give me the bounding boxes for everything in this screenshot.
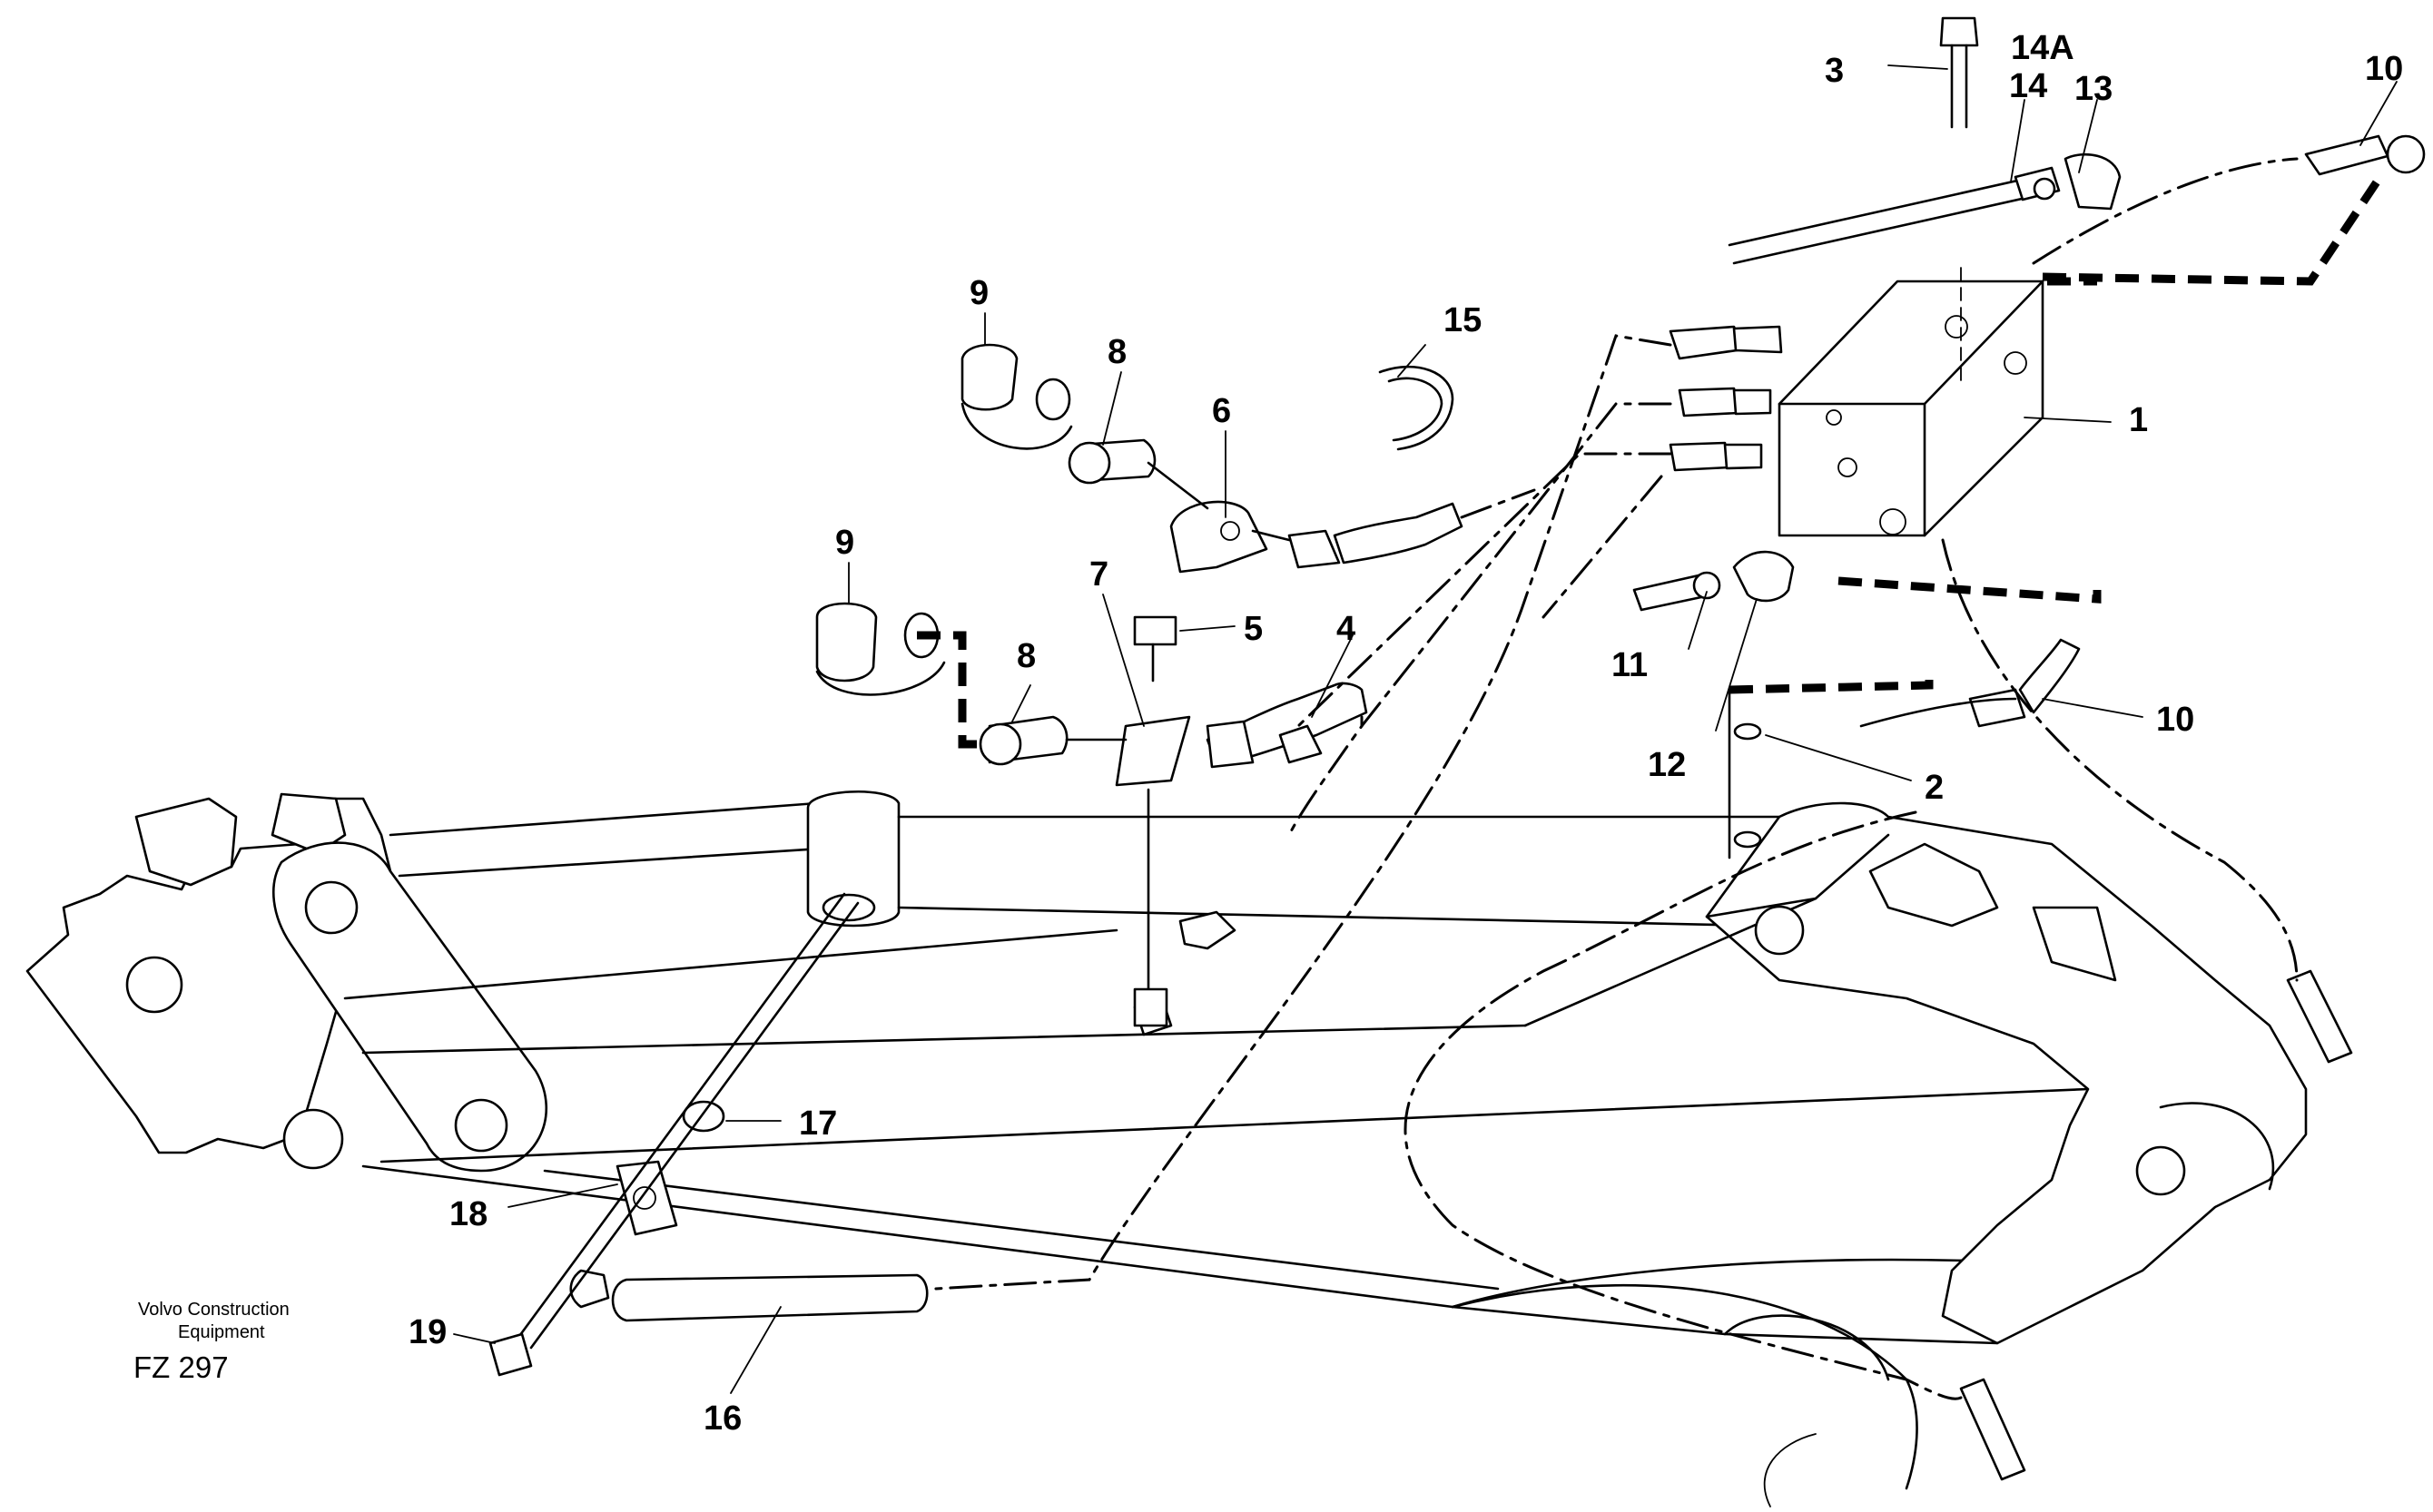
callout-16: 16 — [704, 1399, 742, 1438]
callout-18: 18 — [449, 1195, 488, 1233]
callout-1: 1 — [2129, 401, 2148, 439]
callout-4: 4 — [1336, 610, 1355, 648]
callout-labels: 1 2 3 4 5 6 7 8 8 9 9 10 10 11 12 13 14 … — [409, 29, 2403, 1438]
hose-fittings — [488, 16, 2426, 1481]
hose-routing-lines — [917, 157, 2387, 1400]
valve-block-part-1 — [1778, 280, 2044, 537]
drawing-code: FZ 297 — [133, 1350, 229, 1384]
diagram-caption: Volvo Construction Equipment FZ 297 — [133, 1300, 290, 1384]
callout-12: 12 — [1648, 746, 1686, 784]
callout-8-lower: 8 — [1017, 637, 1036, 675]
callout-13: 13 — [2074, 70, 2113, 108]
callout-9-upper: 9 — [970, 274, 989, 312]
callout-17: 17 — [799, 1105, 837, 1143]
callout-10-lower: 10 — [2156, 701, 2194, 739]
callout-2: 2 — [1925, 769, 1944, 807]
callout-5: 5 — [1244, 610, 1263, 648]
callout-6: 6 — [1212, 392, 1231, 430]
caption-line-2: Equipment — [178, 1322, 265, 1342]
callout-14a: 14A — [2011, 29, 2074, 67]
callout-14: 14 — [2009, 67, 2047, 105]
callout-10-upper: 10 — [2365, 50, 2403, 88]
callout-8-upper: 8 — [1108, 333, 1127, 371]
boom-arm-structure — [25, 790, 2308, 1507]
callout-19: 19 — [409, 1313, 447, 1351]
caption-line-1: Volvo Construction — [138, 1300, 290, 1320]
callout-11: 11 — [1611, 646, 1648, 684]
leader-lines — [453, 64, 2398, 1394]
callout-7: 7 — [1089, 555, 1108, 594]
callout-9-lower: 9 — [835, 524, 854, 562]
callout-3: 3 — [1825, 52, 1844, 90]
callout-15: 15 — [1443, 301, 1482, 339]
